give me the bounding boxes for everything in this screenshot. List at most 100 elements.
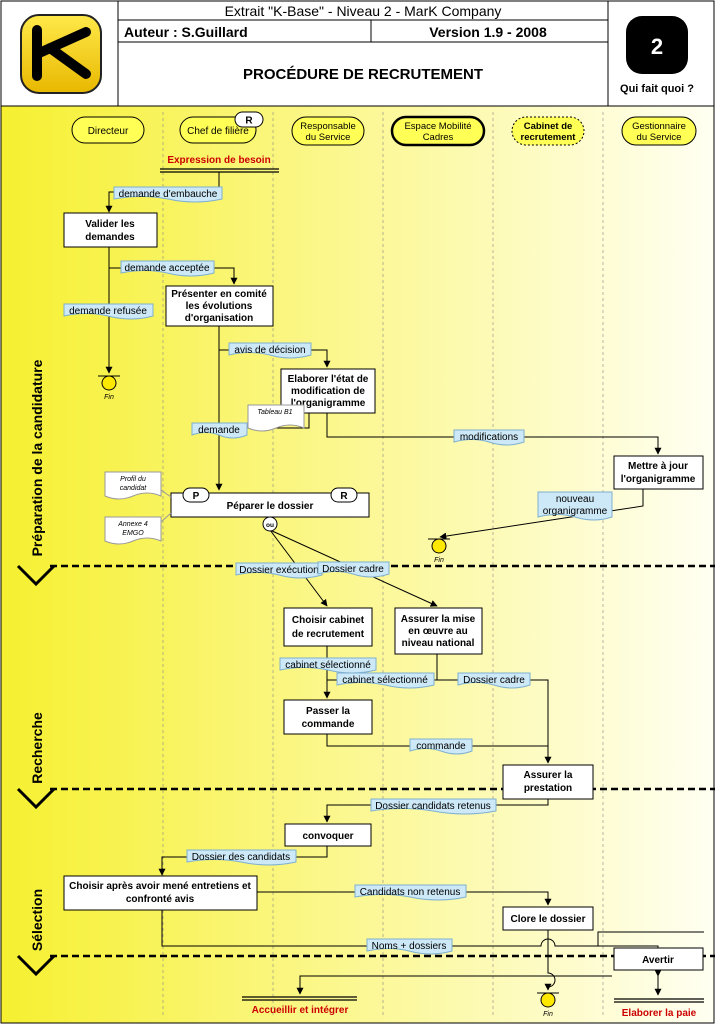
svg-text:Directeur: Directeur [88,126,129,137]
flow-demande-acceptee: demande acceptée [120,260,215,277]
flow-cabinet-selectionne: cabinet sélectionné [279,657,377,674]
svg-text:Noms + dossiers: Noms + dossiers [372,941,447,952]
svg-text:Dossier cadre: Dossier cadre [322,564,384,575]
document-annexe-emgo: Annexe 4 EMGO [104,512,172,545]
svg-text:Dossier exécution: Dossier exécution [239,565,318,576]
box-choisir-entretiens: Choisir après avoir mené entretiens et c… [63,875,258,911]
role-cabinet: Cabinet de recrutement [511,116,585,146]
svg-text:Responsable: Responsable [300,121,355,132]
document-profil-candidat: Profil du candidat [104,471,172,500]
svg-text:prestation: prestation [524,783,572,794]
svg-text:niveau national: niveau national [402,638,475,649]
svg-text:ou: ou [266,522,274,529]
svg-text:Tableau B1: Tableau B1 [257,409,292,416]
flow-cabinet-selectionne-2: cabinet sélectionné [336,672,435,689]
box-clore-dossier: Clore le dossier [502,906,594,931]
box-valider-demandes: Valider les demandes [63,212,158,248]
flow-dossier-candidats: Dossier des candidats [186,849,297,866]
svg-text:l'organigramme: l'organigramme [621,474,696,485]
svg-text:Présenter en comité: Présenter en comité [171,289,267,300]
svg-text:Gestionnaire: Gestionnaire [632,121,686,132]
flow-commande: commande [409,738,473,755]
svg-text:Annexe 4: Annexe 4 [117,521,148,528]
event-accueillir: Accueillir et intégrer [242,996,357,1016]
phase-preparation: Préparation de la candidature [29,359,45,556]
event-elaborer-paie: Elaborer la paie [614,998,704,1019]
svg-text:Elaborer la paie: Elaborer la paie [622,1008,697,1019]
svg-text:Passer la: Passer la [306,706,350,717]
svg-text:Fin: Fin [434,557,444,564]
svg-text:Accueillir et intégrer: Accueillir et intégrer [252,1005,349,1016]
svg-text:demande refusée: demande refusée [69,306,147,317]
svg-text:candidat: candidat [120,485,148,492]
svg-text:Avertir: Avertir [642,955,674,966]
role-gestionnaire: Gestionnaire du Service [621,116,697,146]
svg-text:Elaborer l'état de: Elaborer l'état de [288,374,369,385]
svg-text:les évolutions: les évolutions [186,301,253,312]
fin-circle: Fin [98,375,120,401]
svg-text:Fin: Fin [104,394,114,401]
svg-text:Fin: Fin [543,1011,553,1018]
or-connector: ou [262,516,278,532]
flow-candidats-non-retenus: Candidats non retenus [354,884,467,901]
svg-text:Choisir cabinet: Choisir cabinet [292,615,365,626]
svg-text:demande: demande [198,425,240,436]
svg-text:Espace Mobilité: Espace Mobilité [404,121,471,132]
level-number: 2 [651,34,663,59]
svg-text:cabinet sélectionné: cabinet sélectionné [285,660,371,671]
flow-noms-dossiers: Noms + dossiers [366,938,453,955]
badge-p: P [182,487,210,503]
flow-demande-refusee: demande refusée [63,303,154,320]
svg-text:modifications: modifications [460,432,518,443]
svg-text:demande d'embauche: demande d'embauche [119,189,218,200]
svg-text:Assurer la: Assurer la [524,770,573,781]
svg-text:Valider les: Valider les [85,219,135,230]
svg-text:d'organisation: d'organisation [185,313,254,324]
svg-text:organigramme: organigramme [543,506,608,517]
svg-text:du Service: du Service [306,132,351,143]
role-r-badge [234,111,264,128]
svg-text:Mettre à jour: Mettre à jour [628,461,688,472]
box-mettre-a-jour: Mettre à jour l'organigramme [613,455,704,490]
box-convoquer: convoquer [284,823,372,847]
role-chef-de-filiere: Chef de filière R [179,111,264,144]
svg-text:Choisir après avoir mené entre: Choisir après avoir mené entretiens et [69,881,251,892]
phase-selection: Sélection [29,889,45,951]
box-passer-commande: Passer la commande [283,699,373,735]
badge-r: R [330,487,358,503]
svg-text:P: P [193,491,200,502]
level-badge [626,16,688,74]
flow-demande-embauche: demande d'embauche [113,186,223,203]
svg-text:en œuvre au: en œuvre au [408,626,467,637]
event-expression-besoin: Expression de besoin [160,155,279,173]
svg-text:EMGO: EMGO [122,530,144,537]
phase-recherche: Recherche [29,712,45,784]
svg-text:R: R [340,491,348,502]
svg-text:Assurer la mise: Assurer la mise [401,614,476,625]
phase-separators [16,564,715,977]
box-choisir-cabinet: Choisir cabinet de recrutement [283,607,373,647]
page-title: PROCÉDURE DE RECRUTEMENT [243,66,483,83]
flow-modifications: modifications [453,429,525,446]
role-responsable: Responsable du Service [291,116,365,146]
flow-dossier-cadre: Dossier cadre [317,561,390,578]
box-assurer-mise: Assurer la mise en œuvre au niveau natio… [394,607,483,655]
flow-labels: demande d'embauche demande acceptée dema… [63,186,613,955]
flow-candidats-retenus: Dossier candidats retenus [370,798,497,815]
header: Extrait "K-Base" - Niveau 2 - MarK Compa… [0,0,715,107]
svg-text:avis de décision: avis de décision [234,345,305,356]
svg-text:convoquer: convoquer [302,831,353,842]
box-presenter-comite: Présenter en comité les évolutions d'org… [165,285,274,327]
flow-avis-decision: avis de décision [228,342,312,359]
svg-text:recrutement: recrutement [521,132,577,143]
svg-text:Dossier cadre: Dossier cadre [463,675,525,686]
box-elaborer-etat: Elaborer l'état de modification de l'org… [280,368,376,414]
svg-text:Dossier des candidats: Dossier des candidats [192,852,290,863]
svg-text:Cabinet de: Cabinet de [524,121,573,132]
version: Version 1.9 - 2008 [429,24,547,40]
box-avertir: Avertir [613,947,704,971]
svg-text:cabinet sélectionné: cabinet sélectionné [342,675,428,686]
svg-text:Profil du: Profil du [120,476,146,483]
